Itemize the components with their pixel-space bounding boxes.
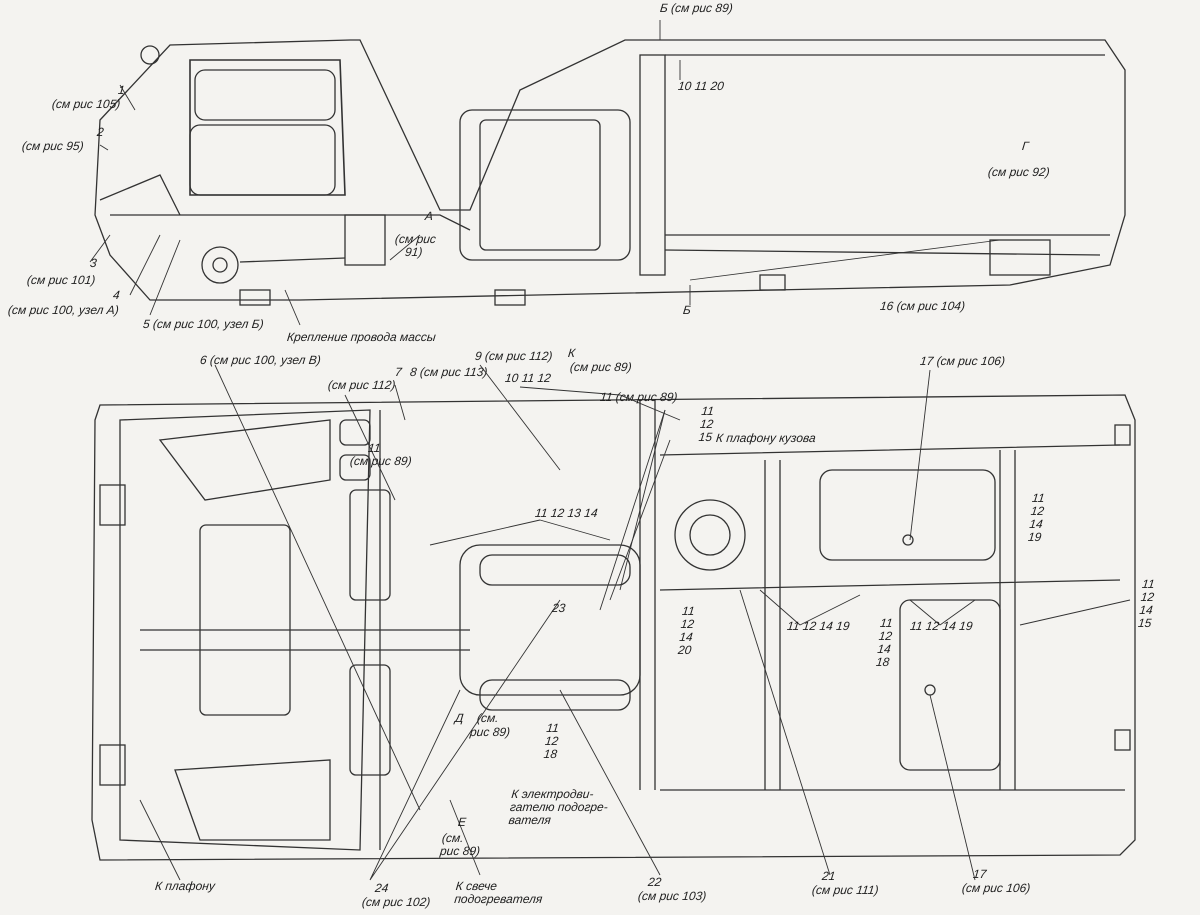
label-b-top: Б (см рис 89)	[659, 1, 734, 15]
label-22-num: 22	[647, 875, 663, 889]
label-a-letter: А	[424, 209, 434, 223]
label-3-num: 3	[89, 256, 98, 270]
label-9: 9 (см рис 112)	[474, 349, 554, 363]
label-1-num: 1	[117, 83, 126, 97]
label-ground-wire: Крепление провода массы	[286, 330, 437, 344]
num: 15	[1137, 616, 1153, 630]
label-22-ref: (см рис 103)	[637, 889, 708, 903]
num: 15	[697, 430, 713, 444]
label-11-12-14-19-b: 11 12 14 19	[909, 619, 974, 633]
label-1-ref: (см рис 105)	[51, 97, 122, 111]
label-17-bot-ref: (см рис 106)	[961, 881, 1032, 895]
label-6: 6 (см рис 100, узел В)	[199, 353, 322, 367]
label-d-ref1: (см.	[476, 711, 500, 725]
label-e-ref2: рис 89)	[439, 844, 481, 858]
label-a-ref2: 91)	[404, 245, 424, 259]
text-line: подогревателя	[453, 892, 544, 906]
label-17-bot-num: 17	[972, 867, 988, 881]
label-11-12-14-19-a: 11 12 14 19	[786, 619, 851, 633]
label-d-ref2: рис 89)	[469, 725, 511, 739]
text-line: вателя	[507, 813, 552, 827]
side-view-leader-lines	[89, 20, 691, 326]
label-2-ref: (см рис 95)	[21, 139, 85, 153]
label-d-letter: Д	[454, 711, 465, 725]
label-k-ref: (см рис 89)	[569, 360, 633, 374]
label-b-bottom: Б	[682, 303, 692, 317]
label-4-num: 4	[112, 288, 121, 302]
label-heater-plug: К свече подогревателя	[453, 879, 545, 906]
label-10-11-20: 10 11 20	[677, 79, 725, 93]
label-3-ref: (см рис 101)	[26, 273, 97, 287]
plan-view-leader-lines	[139, 364, 1131, 881]
label-g-ref: (см рис 92)	[987, 165, 1051, 179]
side-view-vehicle	[94, 39, 1126, 306]
label-23: 23	[551, 601, 567, 615]
num: 18	[875, 655, 891, 669]
label-body-lamp: К плафону кузова	[715, 431, 817, 445]
label-11-12-13-14: 11 12 13 14	[534, 506, 599, 520]
label-21-ref: (см рис 111)	[811, 883, 880, 897]
label-k-letter: К	[567, 346, 576, 360]
label-lamp: К плафону	[154, 879, 216, 893]
label-24-ref: (см рис 102)	[361, 895, 432, 909]
label-5: 5 (см рис 100, узел Б)	[142, 317, 265, 331]
label-11-ref-top: 11 (см рис 89)	[599, 390, 679, 404]
label-2-num: 2	[96, 125, 105, 139]
label-11-left-ref: (см рис 89)	[349, 454, 413, 468]
label-17-top: 17 (см рис 106)	[919, 354, 1006, 368]
label-8: 8 (см рис 113)	[409, 365, 489, 379]
label-24-num: 24	[374, 881, 390, 895]
label-16: 16 (см рис 104)	[879, 299, 966, 313]
num: 19	[1027, 530, 1043, 544]
plan-view-vehicle	[91, 394, 1136, 861]
label-10-11-12: 10 11 12	[504, 371, 552, 385]
label-e-letter: Е	[457, 815, 467, 829]
label-21-num: 21	[821, 869, 837, 883]
label-heater-motor: К электродви- гателю подогре- вателя	[507, 787, 610, 827]
label-4-ref: (см рис 100, узел А)	[7, 303, 120, 317]
num: 20	[677, 643, 693, 657]
label-7-ref: (см рис 112)	[327, 378, 397, 392]
label-g-letter: Г	[1021, 139, 1030, 153]
num: 18	[542, 747, 558, 761]
